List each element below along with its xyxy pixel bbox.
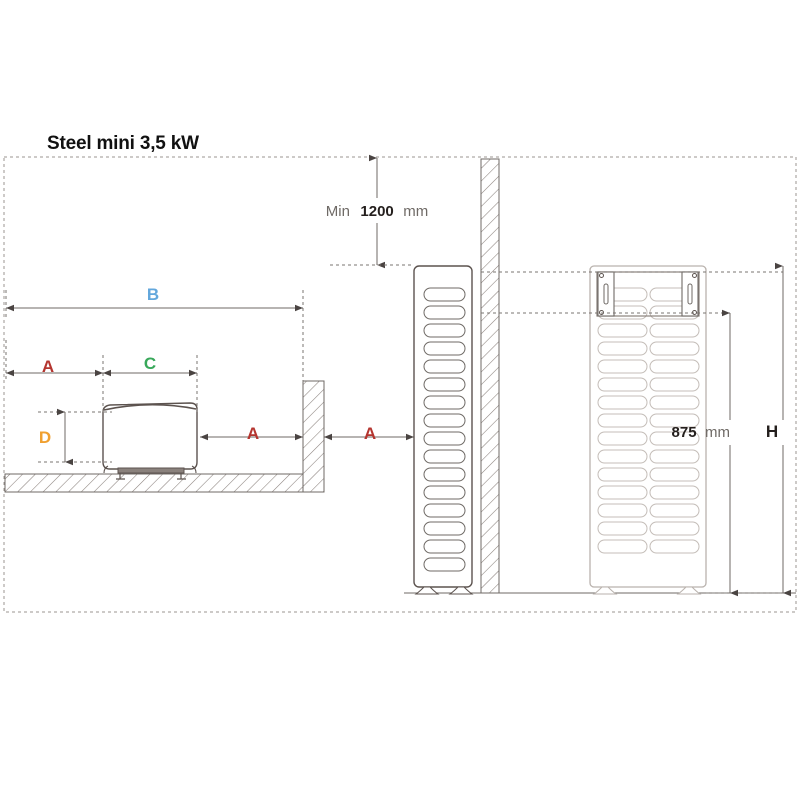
drawing-frame xyxy=(3,156,797,613)
min-clearance-text: Min 1200 mm xyxy=(326,203,428,220)
min-clearance-unit: mm xyxy=(403,203,428,220)
dimension-label-c: C xyxy=(144,354,156,373)
dimension-label-a-left: A xyxy=(42,357,54,376)
height-unit: mm xyxy=(705,424,730,441)
partition-wall xyxy=(480,158,500,594)
dimension-label-a-right: A xyxy=(364,424,376,443)
dimension-height-h: H xyxy=(766,262,791,597)
wall-bracket xyxy=(596,271,700,317)
dimension-a-wall-to-radiator: A xyxy=(324,424,414,443)
wall-stub xyxy=(302,380,325,493)
page-title: Steel mini 3,5 kW xyxy=(47,133,199,154)
dimension-b: B xyxy=(6,285,303,312)
dimension-label-d: D xyxy=(39,428,51,447)
dimension-min-clearance: Min 1200 mm xyxy=(326,154,428,269)
dimension-a-heater-to-wall: A xyxy=(200,424,303,443)
height-875-text: 875 mm xyxy=(672,424,730,441)
dimension-height-875: 875 mm xyxy=(672,309,738,597)
dimension-a-left: A xyxy=(6,357,103,377)
dimension-label-a-mid: A xyxy=(247,424,259,443)
dimension-c: C xyxy=(103,354,197,377)
floor-hatch xyxy=(4,473,305,493)
tall-radiator-side xyxy=(413,265,474,595)
tall-radiator-front xyxy=(589,265,707,595)
heater-side-section xyxy=(102,402,198,480)
min-clearance-prefix: Min xyxy=(326,203,350,220)
dimension-label-h: H xyxy=(766,422,778,441)
dimension-d: D xyxy=(39,408,73,466)
min-clearance-value: 1200 xyxy=(360,203,393,220)
dimension-label-b: B xyxy=(147,285,159,304)
height-value: 875 xyxy=(672,424,697,441)
projection-lines xyxy=(481,271,783,594)
